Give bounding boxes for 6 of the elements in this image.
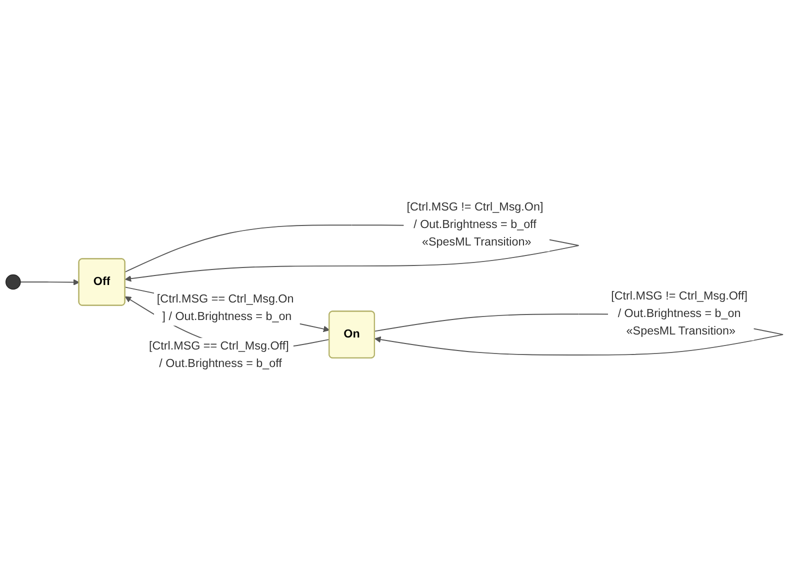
node-circle — [5, 274, 21, 290]
edge-label: [Ctrl.MSG != Ctrl_Msg.Off] / Out.Brightness = b_on «SpesML Transition» — [611, 290, 748, 338]
edge-label: [Ctrl.MSG == Ctrl_Msg.On ] / Out.Brightness = b_on — [156, 292, 294, 322]
edge-label: [Ctrl.MSG == Ctrl_Msg.Off] / Out.Brightness = b_off — [148, 340, 289, 370]
edge-label: [Ctrl.MSG != Ctrl_Msg.On] / Out.Brightness = b_off «SpesML Transition» — [406, 200, 544, 248]
arrow — [20, 278, 80, 286]
